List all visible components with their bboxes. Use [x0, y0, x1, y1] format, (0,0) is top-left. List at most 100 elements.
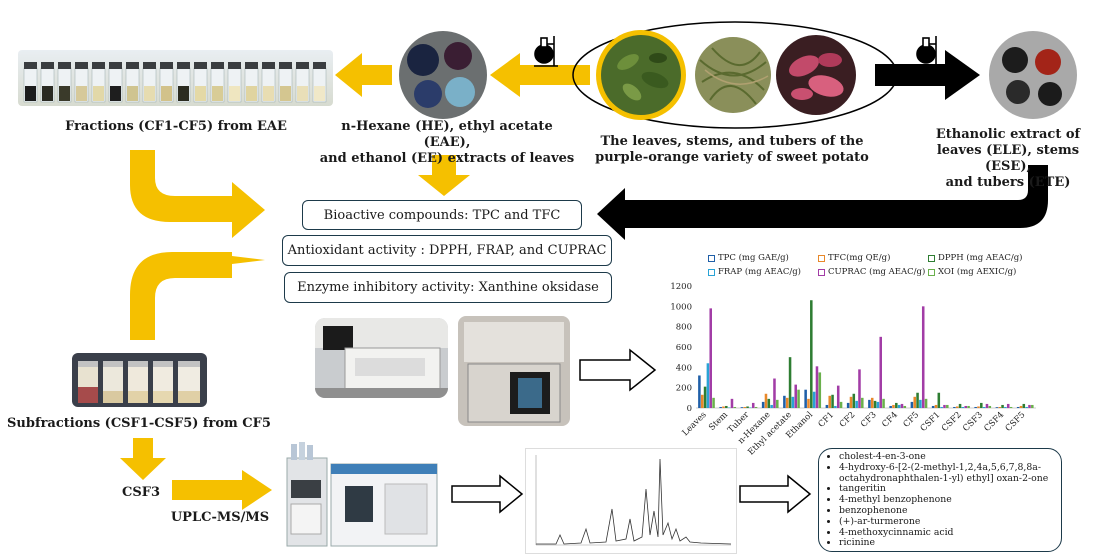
ethanolic-label-line3: and tubers (ETE): [945, 175, 1071, 190]
ethanolic-label-line2: leaves (ELE), stems (ESE),: [936, 143, 1080, 174]
vial-liquid: [25, 86, 36, 101]
bar: [785, 397, 789, 408]
compound-item: cholest-4-en-3-one: [839, 451, 1055, 463]
bar: [1016, 406, 1020, 408]
bar: [879, 336, 882, 408]
legend-swatch: [708, 268, 715, 276]
vial-liquid: [195, 86, 206, 101]
bar: [876, 401, 880, 408]
legend-swatch: [928, 254, 935, 262]
subfractions-vials-photo: [72, 353, 207, 407]
compound-item: ricinine: [839, 538, 1055, 549]
compound-list: cholest-4-en-3-one4-hydroxy-6-[2-(2-meth…: [827, 451, 1055, 549]
bioactive-compounds-box: Bioactive compounds: TPC and TFC: [302, 200, 582, 230]
legend-item: XOI (mg AEXIC/g): [928, 267, 1038, 277]
vial-cap: [313, 62, 326, 69]
vial-liquid: [42, 86, 53, 101]
bar: [868, 399, 871, 408]
vial-cap: [177, 62, 190, 69]
arrow-instruments-to-chart: [579, 348, 657, 392]
bar: [1001, 404, 1004, 408]
bar: [849, 396, 853, 408]
extracts-label: n-Hexane (HE), ethyl acetate (EAE), and …: [318, 119, 576, 167]
bar: [727, 407, 731, 408]
bar: [943, 404, 946, 408]
y-tick-label: 200: [676, 384, 692, 394]
bar: [719, 406, 722, 408]
bar: [730, 398, 734, 408]
bar: [846, 402, 850, 408]
bar: [934, 404, 938, 408]
bar: [897, 404, 901, 408]
legend-item: TFC(mg QE/g): [818, 253, 928, 263]
bar: [783, 395, 786, 408]
bar: [958, 403, 962, 408]
bar: [740, 407, 744, 408]
bar: [807, 398, 810, 408]
uplc-label: UPLC-MS/MS: [170, 510, 270, 525]
vial-liquid: [161, 86, 172, 101]
bar: [712, 397, 715, 408]
bar: [974, 406, 977, 408]
arrow-fractions-to-bioactive: [130, 150, 265, 238]
legend-swatch: [818, 254, 825, 262]
legend-item: CUPRAC (mg AEAC/g): [818, 267, 928, 277]
legend-row: TPC (mg GAE/g)TFC(mg QE/g) DPPH (mg AEAC/…: [708, 251, 1038, 265]
bar: [977, 406, 980, 408]
bar: [1019, 405, 1023, 408]
x-tick-label: CSF5: [1004, 410, 1028, 434]
flask-icon: [534, 36, 558, 67]
legend-label: XOI (mg AEXIC/g): [938, 267, 1017, 277]
vial-cap: [58, 62, 71, 69]
vial-cap: [126, 62, 139, 69]
arrow-plant-to-ethanolic: [875, 50, 980, 100]
bar: [810, 300, 813, 408]
legend-swatch: [708, 254, 715, 262]
bar: [858, 369, 861, 408]
legend-swatch: [928, 268, 935, 276]
plant-label-line2: purple-orange variety of sweet potato: [595, 150, 869, 165]
vial-liquid: [127, 86, 138, 101]
legend-label: CUPRAC (mg AEAC/g): [828, 267, 926, 277]
vial-liquid: [144, 86, 155, 101]
compound-item: benzophenone: [839, 505, 1055, 517]
bar: [964, 405, 967, 408]
plant-label: The leaves, stems, and tubers of the pur…: [592, 134, 872, 166]
bar: [818, 372, 822, 408]
x-tick-label: CSF2: [940, 410, 964, 434]
ethanolic-label-line1: Ethanolic extract of: [935, 127, 1081, 142]
bar: [703, 386, 707, 408]
arrow-chromatogram-to-compounds: [739, 474, 812, 514]
bar: [924, 398, 928, 408]
ethanolic-extract-photo: [989, 31, 1077, 119]
bar: [937, 392, 941, 408]
arrow-subfractions-up: [130, 252, 265, 340]
bar: [1031, 404, 1034, 408]
x-tick-label: CF1: [817, 410, 837, 430]
bar: [946, 404, 949, 408]
bar: [746, 406, 749, 408]
vial-cap: [24, 62, 37, 69]
compound-item: tangeritin: [839, 484, 1055, 495]
legend-item: TPC (mg GAE/g): [708, 253, 818, 263]
bar: [733, 406, 737, 408]
vial-cap: [211, 62, 224, 69]
bar: [953, 406, 956, 408]
leaves-photo: [596, 30, 686, 120]
x-tick-label: CSF3: [961, 410, 985, 434]
vial-liquid: [246, 86, 257, 101]
arrow-extracts-to-fractions: [335, 53, 392, 97]
vial-liquid: [297, 86, 308, 101]
arrow-extracts-down: [418, 155, 470, 196]
extracts-photo: [399, 31, 487, 119]
x-tick-label: CF2: [838, 410, 858, 430]
legend-label: DPPH (mg AEAC/g): [938, 253, 1023, 263]
bar: [1025, 406, 1028, 408]
bar: [839, 401, 843, 408]
vial-liquid: [110, 86, 121, 101]
arrow-ethanolic-to-bioactive: [597, 165, 1048, 240]
bar: [921, 306, 925, 408]
bar: [919, 399, 922, 408]
bar: [754, 406, 758, 408]
